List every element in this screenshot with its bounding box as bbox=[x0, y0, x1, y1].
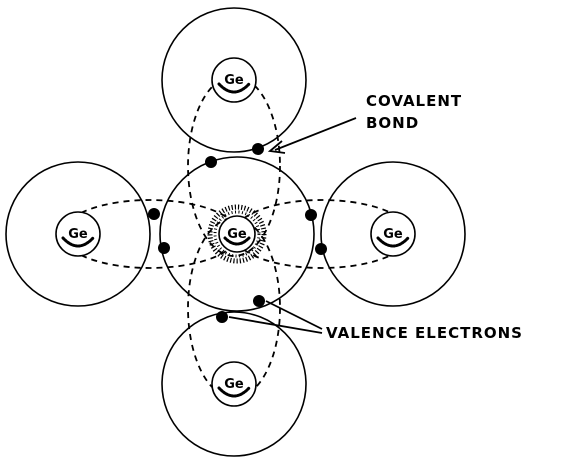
covalent-bond-arrowhead bbox=[267, 140, 286, 154]
atom-ring-right bbox=[320, 161, 466, 307]
electron-left-2 bbox=[158, 242, 170, 254]
nucleus-right: Ge bbox=[370, 211, 416, 257]
electron-top-1 bbox=[252, 143, 264, 155]
center-halo bbox=[207, 204, 267, 264]
nucleus-center: Ge bbox=[218, 215, 256, 253]
electron-right-2 bbox=[315, 243, 327, 255]
atom-ring-center bbox=[159, 156, 315, 312]
valence-pointer-upper bbox=[265, 300, 323, 330]
electron-bottom-1 bbox=[253, 295, 265, 307]
covalent-bond-pointer bbox=[274, 117, 357, 151]
electron-left-1 bbox=[148, 208, 160, 220]
atom-label-center: Ge bbox=[227, 227, 247, 242]
covalent-label-line2: BOND bbox=[366, 114, 419, 132]
atom-label-left: Ge bbox=[68, 227, 88, 242]
electron-top-2 bbox=[205, 156, 217, 168]
atom-ring-bottom bbox=[161, 311, 307, 457]
electron-right-1 bbox=[305, 209, 317, 221]
atom-label-bottom: Ge bbox=[224, 377, 244, 392]
covalent-label-line1: COVALENT bbox=[366, 92, 462, 110]
nucleus-top: Ge bbox=[211, 57, 257, 103]
electron-bottom-2 bbox=[216, 311, 228, 323]
bond-top bbox=[187, 75, 281, 257]
nucleus-left: Ge bbox=[55, 211, 101, 257]
nucleus-bottom: Ge bbox=[211, 361, 257, 407]
atom-label-right: Ge bbox=[383, 227, 403, 242]
valence-pointer-lower bbox=[228, 316, 323, 334]
atom-label-top: Ge bbox=[224, 73, 244, 88]
atom-ring-top bbox=[161, 7, 307, 153]
valence-electrons-label: VALENCE ELECTRONS bbox=[326, 324, 523, 342]
atom-ring-left bbox=[5, 161, 151, 307]
